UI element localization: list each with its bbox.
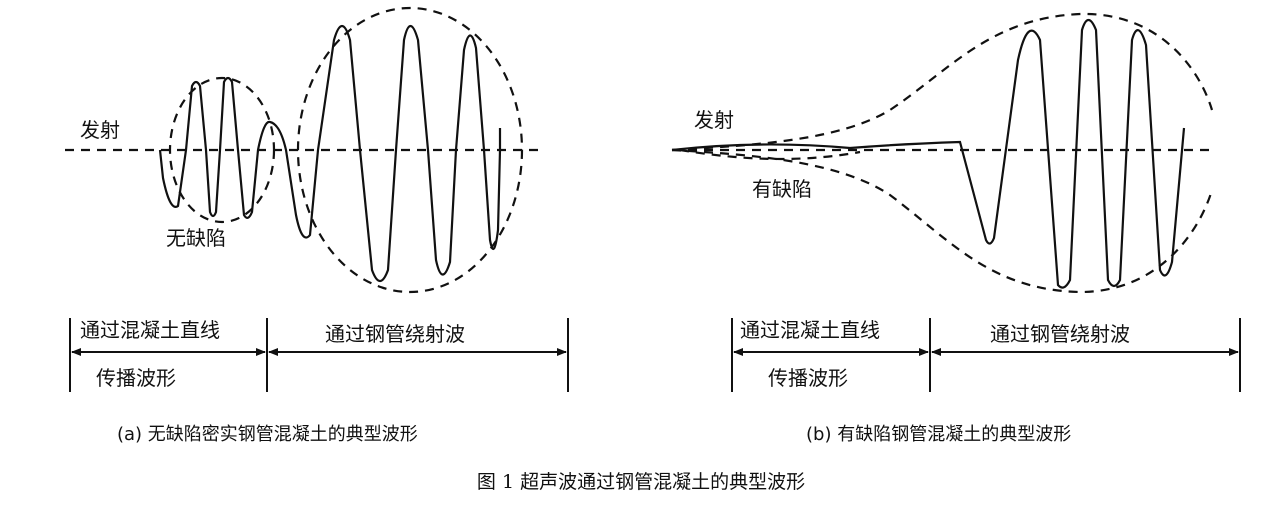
caption-a: (a) 无缺陷密实钢管混凝土的典型波形 <box>117 424 418 445</box>
segment-right-label-a: 通过钢管绕射波 <box>325 322 465 346</box>
waveform-b <box>671 18 1186 289</box>
envelope-lower-b <box>671 148 1214 294</box>
no-defect-label-a: 无缺陷 <box>166 226 226 250</box>
large-envelope-a <box>296 6 524 294</box>
envelope-inner-b <box>679 148 861 161</box>
segment-left-line2-a: 传播波形 <box>96 366 176 390</box>
caption-b: (b) 有缺陷钢管混凝土的典型波形 <box>806 424 1071 445</box>
panel-a: 发射 无缺陷 通过混凝土直线 传播波形 通过钢管绕射波 (a) 无缺陷密实钢管混… <box>65 6 569 445</box>
emit-label-a: 发射 <box>80 118 120 142</box>
panel-b: 发射 有缺陷 通过混凝土直线 传播波形 通过钢管绕射波 (b) 有缺陷钢管混凝土… <box>671 12 1241 445</box>
segment-left-line1-b: 通过混凝土直线 <box>740 318 880 342</box>
segment-right-label-b: 通过钢管绕射波 <box>990 322 1130 346</box>
segment-left-line2-b: 传播波形 <box>768 366 848 390</box>
defect-label-b: 有缺陷 <box>752 177 812 201</box>
emit-label-b: 发射 <box>694 108 734 132</box>
segment-left-line1-a: 通过混凝土直线 <box>80 318 220 342</box>
waveform-a <box>158 24 502 283</box>
small-envelope-a <box>168 76 276 224</box>
envelope-upper-b <box>671 12 1214 152</box>
figure-title: 图 1 超声波通过钢管混凝土的典型波形 <box>477 471 805 493</box>
